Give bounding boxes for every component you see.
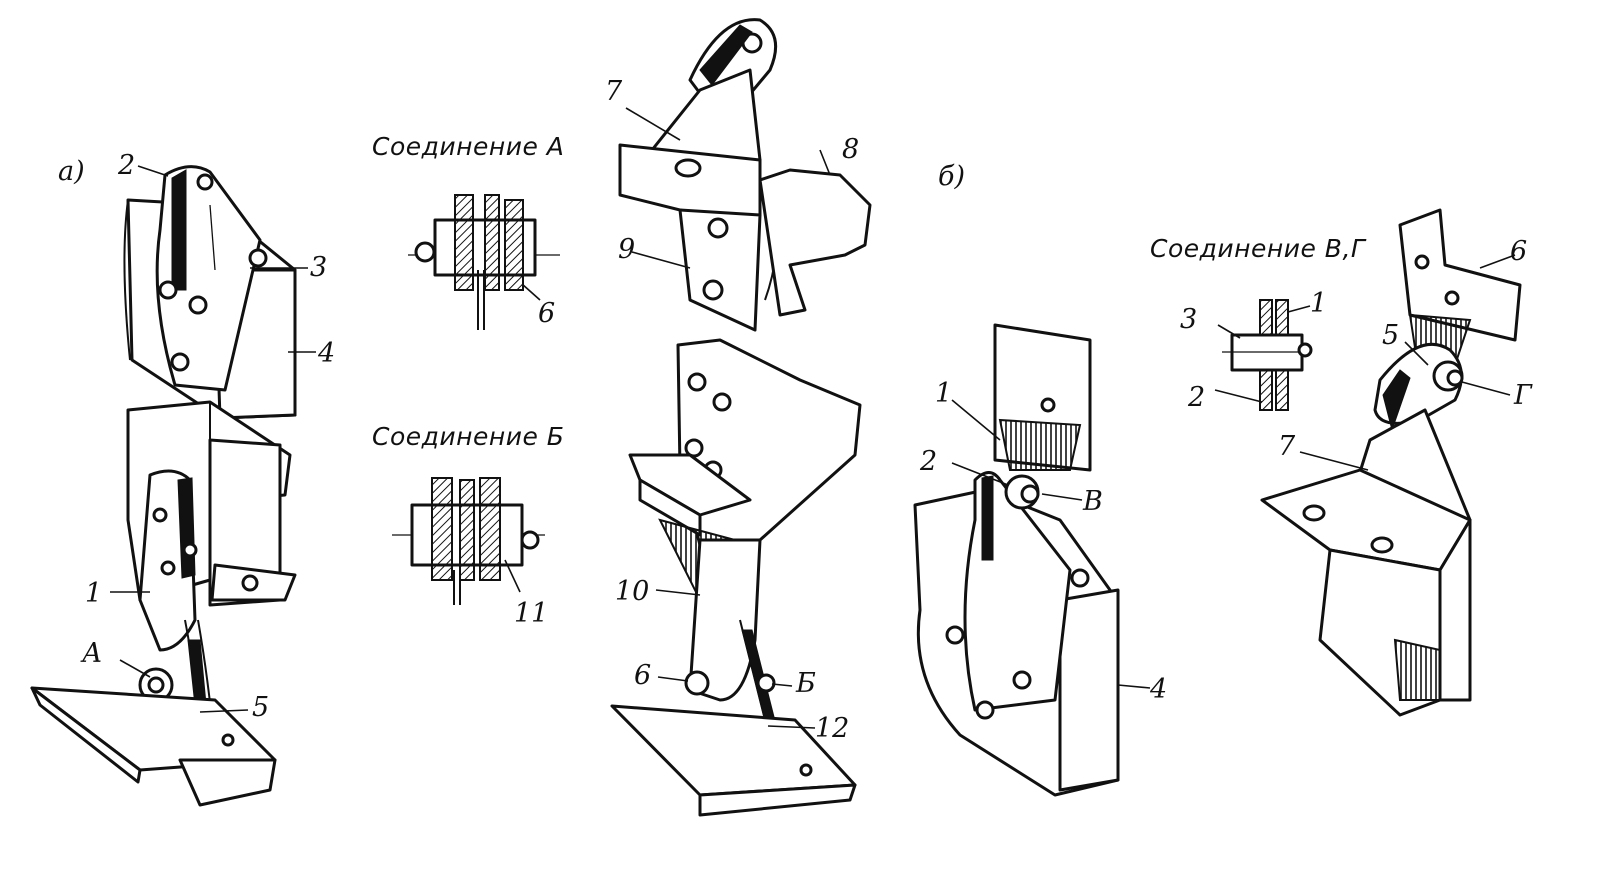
callout-m-12: 12 <box>815 713 849 744</box>
callout-a-5: 5 <box>252 692 269 723</box>
callout-jb-11: 11 <box>514 598 548 629</box>
heading-joint-a: Соединение А <box>372 132 564 161</box>
joint-vg-detail <box>1222 299 1313 411</box>
callout-r-6: 6 <box>1510 236 1527 267</box>
callout-b-4: 4 <box>1149 674 1167 705</box>
callout-a-3: 3 <box>310 252 327 283</box>
heading-joint-b: Соединение Б <box>372 422 564 451</box>
callout-b-V: В <box>1082 486 1103 517</box>
panel-label-a: а) <box>58 156 85 187</box>
callout-a-A: А <box>80 638 102 669</box>
assembly-right <box>1260 208 1522 717</box>
callout-r-G: Г <box>1513 380 1533 411</box>
callout-b-1: 1 <box>935 378 952 409</box>
heading-joint-vg: Соединение В,Г <box>1150 234 1367 263</box>
assembly-a <box>30 165 297 807</box>
callout-jvg-3: 3 <box>1180 304 1197 335</box>
leader-lines <box>110 107 1516 729</box>
panel-label-b: б) <box>938 161 965 192</box>
callout-m-8: 8 <box>842 134 859 165</box>
callout-r-5: 5 <box>1382 320 1399 351</box>
callout-m-7: 7 <box>605 76 623 107</box>
callout-jvg-2: 2 <box>1187 382 1205 413</box>
assembly-middle-lower <box>610 338 862 817</box>
joint-a-detail <box>408 194 560 330</box>
callout-a-2: 2 <box>117 150 135 181</box>
callout-r-7: 7 <box>1278 431 1296 462</box>
joint-b-detail <box>392 477 545 605</box>
labels: а) б) Соединение А Соединение Б Соединен… <box>58 76 1533 744</box>
callout-a-1: 1 <box>85 578 102 609</box>
callout-jvg-1: 1 <box>1310 288 1327 319</box>
callout-m-10: 10 <box>615 576 649 607</box>
assembly-middle-upper <box>618 18 872 332</box>
callout-a-4: 4 <box>317 338 335 369</box>
callout-m-9: 9 <box>618 234 635 265</box>
upper-block-a <box>123 165 297 420</box>
callout-b-2: 2 <box>919 446 937 477</box>
callout-m-B: Б <box>795 668 816 699</box>
assembly-b <box>913 323 1120 797</box>
callout-m-6: 6 <box>634 660 651 691</box>
callout-ja-6: 6 <box>538 298 555 329</box>
lower-block-a <box>30 400 297 807</box>
